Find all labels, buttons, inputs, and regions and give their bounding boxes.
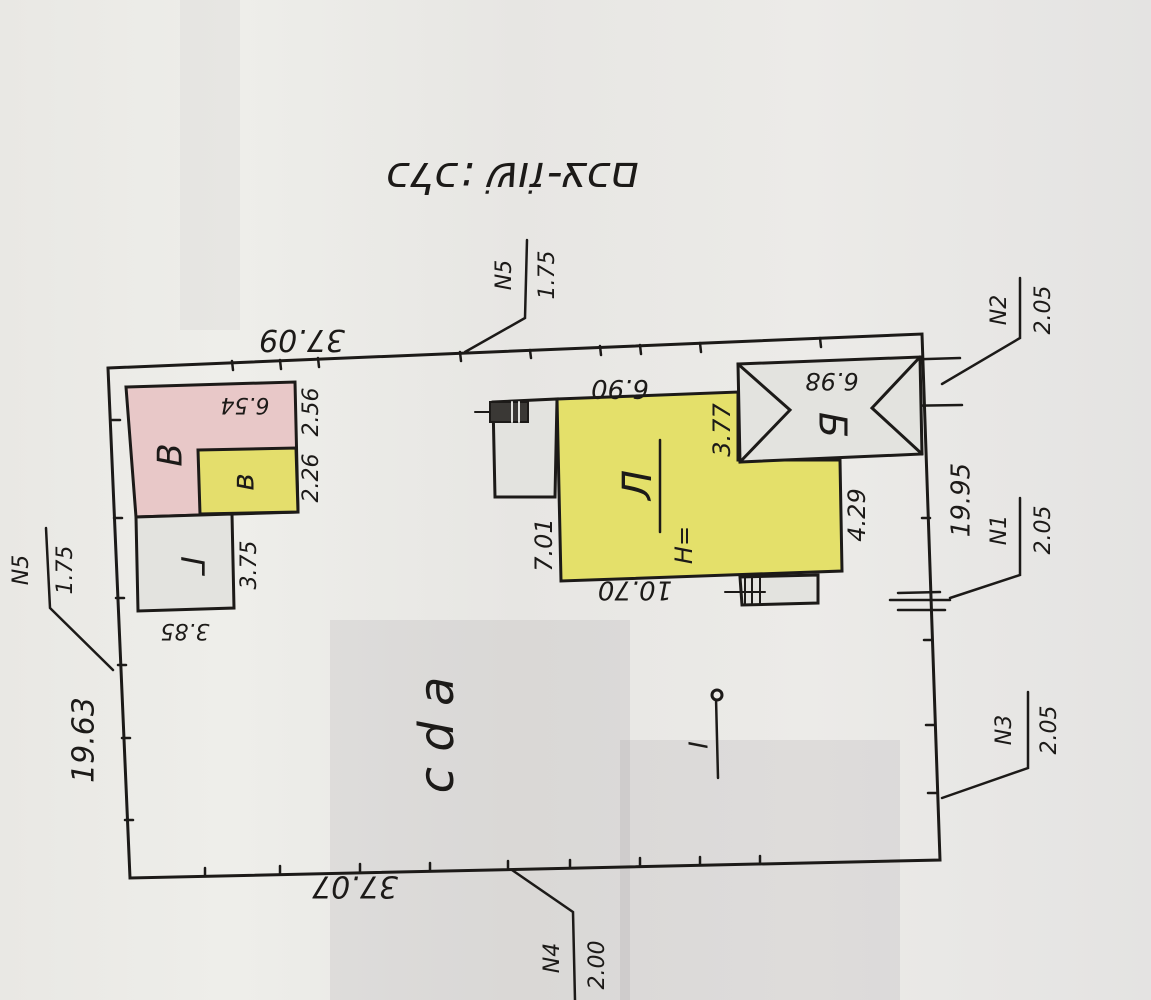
outbuilding-v-letter: В — [151, 443, 191, 466]
roof-hip-right — [869, 355, 924, 456]
street-label: כלכ: שׁוֹז-צכם — [388, 152, 642, 203]
lot-bottom-length: 37.07 — [312, 868, 398, 903]
outbuilding-g-letter: Г — [173, 556, 211, 576]
lot-boundary — [106, 332, 942, 880]
show-through-shadow — [180, 0, 240, 330]
steps-hatch — [724, 576, 766, 606]
house-dim-inner: 3.77 — [708, 403, 736, 457]
svg-text:2.05: 2.05 — [1037, 706, 1062, 755]
svg-text:2.05: 2.05 — [1031, 286, 1056, 335]
house-dim-left: 7.01 — [530, 518, 558, 571]
lot-right-length: 19.95 — [947, 463, 977, 537]
neighbor-marker-left: N5 1.75 — [9, 546, 78, 595]
building-b-dim: 6.98 — [805, 367, 858, 395]
svg-text:N2: N2 — [987, 295, 1012, 325]
svg-text:N4: N4 — [540, 943, 565, 973]
svg-text:N5: N5 — [9, 555, 34, 585]
outbuilding-g-side: 3.75 — [237, 541, 262, 590]
svg-text:2.00: 2.00 — [585, 941, 610, 990]
lot-top-length: 37.09 — [259, 322, 345, 357]
well-line — [714, 696, 720, 780]
svg-text:2.05: 2.05 — [1031, 506, 1056, 555]
svg-text:N5: N5 — [492, 260, 517, 290]
house-letter: Л — [615, 470, 661, 502]
house-height: H= — [670, 526, 698, 564]
outbuilding-v-dim: 6.54 — [221, 392, 270, 417]
outbuilding-v-side: 2.56 — [299, 388, 324, 437]
well-icon — [710, 688, 724, 702]
svg-text:N3: N3 — [992, 715, 1017, 745]
svg-text:1.75: 1.75 — [535, 251, 560, 300]
boundary-ticks — [110, 336, 938, 878]
neighbor-marker-bottom: N4 2.00 — [540, 941, 610, 990]
leader-lines — [44, 238, 1030, 1000]
neighbor-marker-top: N5 1.75 — [492, 251, 560, 300]
porch — [491, 397, 559, 499]
roof-hip-left — [736, 362, 793, 464]
show-through-shadow — [620, 740, 900, 1000]
well-marker: I — [685, 741, 715, 749]
neighbor-marker-right-middle: N1 2.05 — [987, 506, 1056, 555]
neighbor-marker-right-lower: N3 2.05 — [992, 706, 1062, 755]
outbuilding-g-bottom: 3.85 — [161, 618, 210, 643]
building-b-letter: Б — [811, 412, 855, 438]
house-dim-bottom: 10.70 — [598, 575, 672, 605]
lot-label: c d a — [409, 677, 465, 794]
outbuilding-small-v-letter: в — [227, 473, 262, 491]
house-dim-right: 4.29 — [843, 488, 871, 541]
lot-left-length: 19.63 — [67, 697, 102, 783]
house-dim-top: 6.90 — [591, 373, 649, 403]
outbuilding-small-v — [196, 446, 300, 516]
svg-text:N1: N1 — [987, 515, 1012, 545]
stairs — [474, 401, 529, 423]
outbuilding-g — [134, 512, 236, 613]
outbuilding-small-v-dim: 2.26 — [299, 454, 324, 503]
svg-text:1.75: 1.75 — [53, 546, 78, 595]
show-through-shadow — [330, 620, 630, 1000]
neighbor-marker-right-upper: N2 2.05 — [987, 286, 1056, 335]
